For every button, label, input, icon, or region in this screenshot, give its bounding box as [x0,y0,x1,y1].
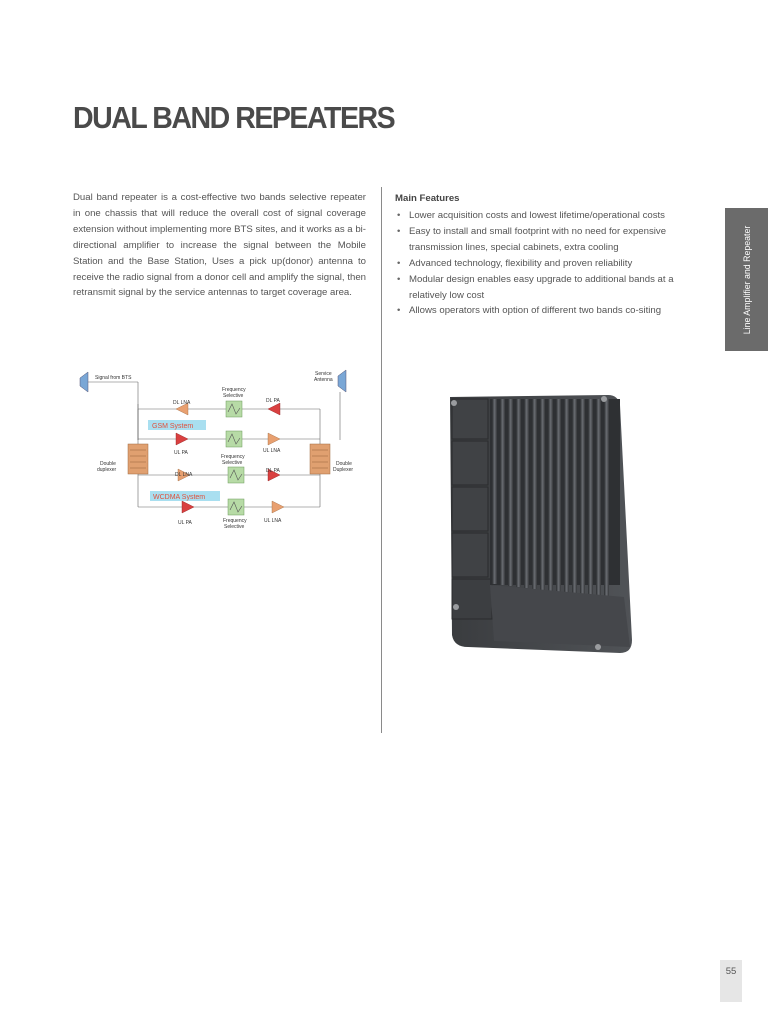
page-number: 55 [725,966,737,977]
section-side-tab: Line Amplifier and Repeater [725,208,768,351]
wcdma-ul-frequency-selective-icon [227,498,245,516]
side-tab-label: Line Amplifier and Repeater [741,225,752,334]
features-heading: Main Features [395,193,460,204]
features-list: Lower acquisition costs and lowest lifet… [395,208,695,319]
repeater-device-image [450,395,632,653]
feature-item: Lower acquisition costs and lowest lifet… [395,208,695,224]
wcdma-freq-label-1: Frequency [223,518,247,524]
repeater-block-diagram: Signal from BTS Service Antenna Double d… [79,369,353,530]
wcdma-ul-pa-icon [181,500,195,514]
gsm-frequency-selective-icon [225,400,243,418]
gsm-dl-pa-label: DL PA [266,398,281,404]
page-number-box: 55 [720,960,742,1002]
wcdma-system-band [150,491,220,501]
gsm-ul-frequency-selective-icon [225,430,243,448]
feature-item: Allows operators with option of differen… [395,303,695,319]
gsm-system-band [148,420,206,430]
gsm-ul-lna-icon [267,432,281,446]
donor-antenna-icon [79,371,89,393]
intro-paragraph: Dual band repeater is a cost-effective t… [73,192,366,299]
column-divider [381,187,382,733]
wcdma-ul-lna-label: UL LNA [264,518,282,524]
wcdma-dl-pa-icon [267,468,281,482]
wcdma-ul-lna-icon [271,500,285,514]
wcdma-dl-lna-icon [177,468,191,482]
gsm-dl-lna-label: DL LNA [173,400,191,406]
left-duplexer-icon [127,443,149,475]
gsm-ul-lna-label: UL LNA [263,448,281,454]
gsm-dl-lna-icon [175,402,189,416]
right-duplexer-label-1: Double [336,461,352,467]
wcdma-system-label: WCDMA System [153,494,205,501]
wcdma-ul-pa-label: UL PA [178,520,193,526]
main-features: Main Features Lower acquisition costs an… [395,191,695,319]
right-duplexer-icon [309,443,331,475]
feature-item: Advanced technology, flexibility and pro… [395,256,695,272]
page-title: DUAL BAND REPEATERS [73,100,396,135]
gsm-ul-pa-icon [175,432,189,446]
wcdma-dl-pa-label: DL PA [266,468,281,474]
service-antenna-label-2: Antenna [314,377,333,383]
gsm-dl-pa-icon [267,402,281,416]
feature-item: Easy to install and small footprint with… [395,224,695,256]
signal-from-bts-label: Signal from BTS [95,375,132,381]
wcdma-dl-lna-label: DL LNA [175,472,193,478]
service-antenna-label-1: Service [315,371,332,377]
feature-item: Modular design enables easy upgrade to a… [395,272,695,304]
gsm-freq-label-1: Frequency [222,387,246,393]
mid-freq-label-1: Frequency [221,454,245,460]
left-duplexer-label-2: duplexer [97,467,117,473]
service-antenna-icon [337,369,347,393]
wcdma-frequency-selective-icon [227,466,245,484]
heatsink-fins [490,399,620,598]
left-duplexer-label-1: Double [100,461,116,467]
gsm-freq-label-2: Selective [223,393,244,399]
gsm-system-label: GSM System [152,423,193,430]
mid-freq-label-2: Selective [222,460,243,466]
gsm-ul-pa-label: UL PA [174,450,189,456]
right-duplexer-label-2: Duplexer [333,467,353,473]
wcdma-freq-label-2: Selective [224,524,245,530]
